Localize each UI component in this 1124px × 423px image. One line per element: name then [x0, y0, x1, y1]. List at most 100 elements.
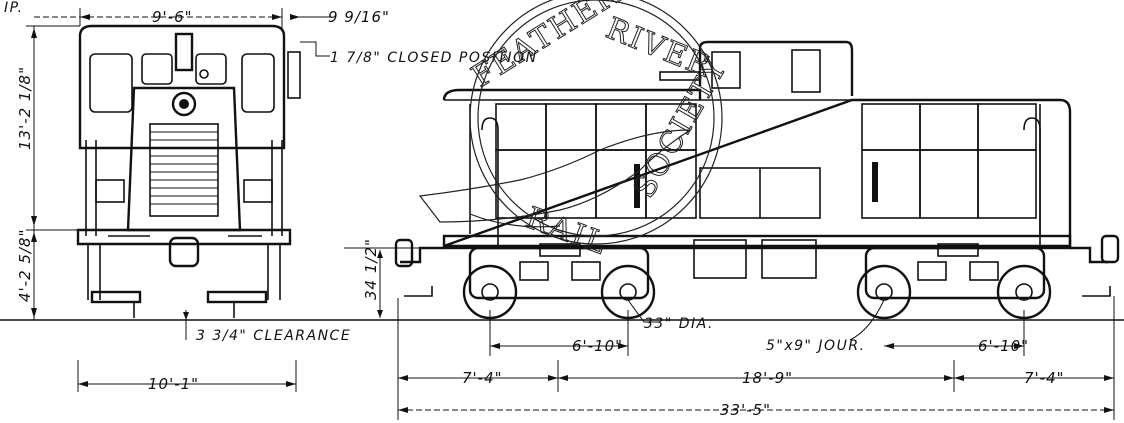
- arrowhead: [558, 375, 568, 381]
- headlight-icon: [171, 91, 197, 117]
- pilot-step-right: [1082, 286, 1111, 297]
- seal-outer-ring: [469, 0, 723, 245]
- truck-bolster: [539, 243, 581, 257]
- hood-door: [861, 103, 921, 151]
- side-tank-right: [761, 239, 817, 279]
- arrowhead: [31, 216, 37, 226]
- side-handrail-left: [481, 117, 499, 246]
- seal-inner-ring: [477, 0, 715, 237]
- front-buffer-beam: [76, 228, 292, 246]
- arrowhead: [398, 375, 408, 381]
- arrowhead: [490, 343, 500, 349]
- front-bell: [199, 69, 209, 79]
- truck-frame: [468, 246, 650, 300]
- hood-door: [645, 149, 697, 219]
- dim-wheelbase-left: 6'-10": [572, 337, 623, 355]
- truck-spring: [917, 261, 947, 281]
- arrowhead: [290, 14, 300, 20]
- front-window-left: [89, 53, 133, 113]
- hood-door: [919, 149, 979, 219]
- side-handrail-right: [1023, 117, 1041, 246]
- arrowhead: [954, 375, 964, 381]
- dim-offset-top: 9 9/16": [328, 8, 390, 26]
- arrowhead: [31, 308, 37, 318]
- hood-doors-right: [861, 103, 1037, 219]
- truck-spring: [571, 261, 601, 281]
- front-vent-left: [95, 179, 125, 203]
- arrowhead: [80, 14, 90, 20]
- hood-door: [977, 103, 1037, 151]
- hood-door: [545, 103, 597, 151]
- truck-spring: [519, 261, 549, 281]
- front-view: [76, 24, 301, 318]
- front-window-small-right: [195, 53, 227, 85]
- front-grille: [149, 123, 219, 217]
- arrowhead: [377, 310, 383, 318]
- corner-mark: IP.: [4, 0, 24, 16]
- dim-end-right: 7'-4": [1024, 369, 1065, 387]
- hood-door: [595, 103, 647, 151]
- grille-frame: [149, 123, 219, 217]
- side-hood: [442, 88, 1072, 248]
- seal-wave: [469, 213, 561, 228]
- front-handrail-left: [85, 140, 97, 236]
- note-wheel-dia: 33" DIA.: [644, 316, 714, 332]
- coupler-knuckle-left: [394, 238, 414, 268]
- arrowhead: [183, 312, 189, 320]
- arrowhead: [1014, 343, 1024, 349]
- arrowhead: [1104, 407, 1114, 413]
- truck-spring: [969, 261, 999, 281]
- leader-line: [627, 299, 660, 323]
- arrowhead: [78, 381, 88, 387]
- front-dimensions: 9'-6" IP. 9 9/16" 1 7/8" CLOSED POSITION…: [4, 0, 538, 393]
- front-mirror: [287, 51, 301, 99]
- hood-doors-left: [495, 103, 697, 219]
- seal-text-bottom: RAIL: [521, 201, 612, 263]
- hood-door: [495, 103, 547, 151]
- coupler-left: [400, 246, 444, 264]
- arrowhead: [398, 407, 408, 413]
- side-dimensions: 34 1/2" 33" DIA. 5"x9" JOUR. 6'-10" 6'-1…: [344, 238, 1115, 420]
- side-cab-window-rear: [791, 49, 821, 93]
- arrowhead: [377, 250, 383, 258]
- side-view: [394, 40, 1120, 320]
- truck-left: [462, 243, 656, 320]
- side-frame: [442, 234, 1072, 250]
- note-clearance: 3 3/4" CLEARANCE: [196, 328, 351, 344]
- pilot-step-left: [404, 286, 433, 297]
- arrowhead: [31, 28, 37, 38]
- side-tank-left: [693, 239, 747, 279]
- seal-watermark: FEATHER RIVER RAIL SOCIETY: [418, 0, 735, 263]
- wheel-hub: [1015, 283, 1033, 301]
- front-vent-right: [243, 179, 273, 203]
- arrowhead: [944, 375, 954, 381]
- front-step-right: [206, 290, 268, 304]
- arrowhead: [884, 343, 894, 349]
- dim-coupler-height: 34 1/2": [362, 238, 380, 300]
- leader-line: [849, 299, 885, 341]
- truck-bolster: [937, 243, 979, 257]
- dim-end-left: 7'-4": [462, 369, 503, 387]
- dim-height-lower: 4'-2 5/8": [16, 229, 34, 302]
- arrowhead: [618, 343, 628, 349]
- note-closed-position: 1 7/8" CLOSED POSITION: [330, 50, 538, 66]
- hood-louver: [634, 164, 640, 208]
- front-coupler: [168, 236, 200, 268]
- dim-front-width-top: 9'-6": [152, 8, 193, 26]
- dim-front-width-bottom: 10'-1": [148, 375, 199, 393]
- hood-door: [919, 103, 979, 151]
- seal-river-shape: [418, 129, 692, 223]
- dim-height-overall: 13'-2 1/8": [16, 66, 34, 150]
- front-handrail-right: [271, 140, 283, 236]
- arrowhead: [272, 14, 282, 20]
- front-step-left: [90, 290, 142, 304]
- front-window-small-left: [141, 53, 173, 85]
- seal-text-top: FEATHER: [466, 0, 627, 95]
- side-cab-sill: [659, 71, 701, 81]
- dim-wheelbase-right: 6'-10": [978, 337, 1029, 355]
- arrowhead: [31, 232, 37, 242]
- hood-door: [977, 149, 1037, 219]
- coupler-knuckle-right: [1100, 234, 1120, 264]
- dim-truck-centers: 18'-9": [742, 369, 793, 387]
